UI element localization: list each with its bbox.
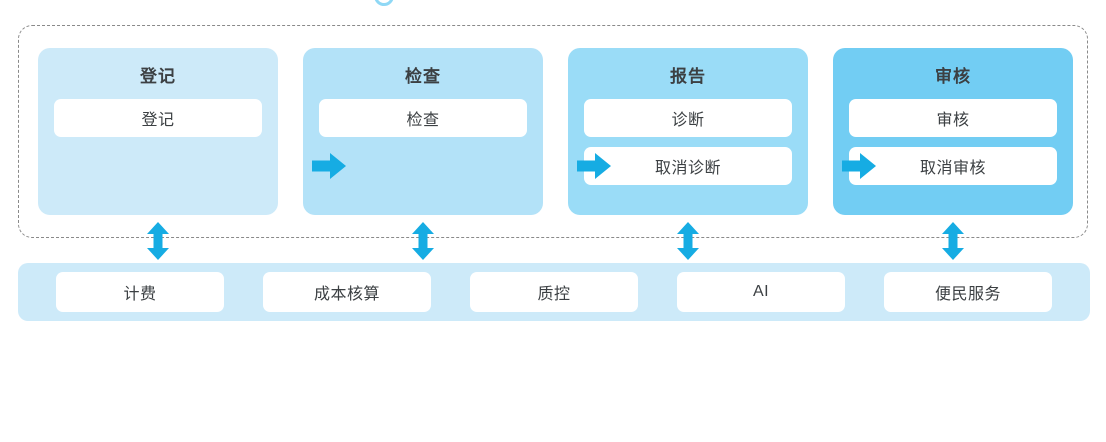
stage-actions: 诊断 取消诊断 (584, 99, 792, 195)
stage-title: 登记 (140, 67, 176, 86)
action-pill[interactable]: 审核 (849, 99, 1057, 137)
action-pill[interactable]: 取消诊断 (584, 147, 792, 185)
support-services-list: 计费 成本核算 质控 AI 便民服务 (56, 272, 1052, 312)
stage-actions: 登记 (54, 99, 262, 147)
support-item-billing[interactable]: 计费 (56, 272, 224, 312)
flow-dashed-container (18, 25, 1088, 238)
stage-card-registration[interactable]: 登记 登记 (38, 48, 278, 215)
arrow-up-down-icon (675, 222, 701, 260)
stage-card-audit[interactable]: 审核 审核 取消审核 (833, 48, 1073, 215)
stage-actions: 检查 (319, 99, 527, 147)
stage-title: 审核 (935, 67, 971, 86)
action-pill[interactable]: 取消审核 (849, 147, 1057, 185)
arrow-right-icon (842, 153, 876, 179)
support-item-ai[interactable]: AI (677, 272, 845, 312)
arrow-right-icon (312, 153, 346, 179)
arrow-right-icon (577, 153, 611, 179)
arrow-up-down-icon (145, 222, 171, 260)
decorative-ring-icon (374, 0, 394, 6)
stage-actions: 审核 取消审核 (849, 99, 1057, 195)
stage-cards-row: 登记 登记 检查 检查 报告 诊断 取消诊断 审核 审核 取消审核 (38, 48, 1073, 215)
stage-title: 检查 (405, 67, 441, 86)
arrow-up-down-icon (940, 222, 966, 260)
action-pill[interactable]: 诊断 (584, 99, 792, 137)
action-pill[interactable]: 检查 (319, 99, 527, 137)
stage-card-report[interactable]: 报告 诊断 取消诊断 (568, 48, 808, 215)
support-services-bar: 计费 成本核算 质控 AI 便民服务 (18, 263, 1090, 321)
support-item-quality-control[interactable]: 质控 (470, 272, 638, 312)
arrow-up-down-icon (410, 222, 436, 260)
support-item-cost-accounting[interactable]: 成本核算 (263, 272, 431, 312)
support-item-convenience-service[interactable]: 便民服务 (884, 272, 1052, 312)
stage-title: 报告 (670, 67, 706, 86)
action-pill[interactable]: 登记 (54, 99, 262, 137)
stage-card-examination[interactable]: 检查 检查 (303, 48, 543, 215)
